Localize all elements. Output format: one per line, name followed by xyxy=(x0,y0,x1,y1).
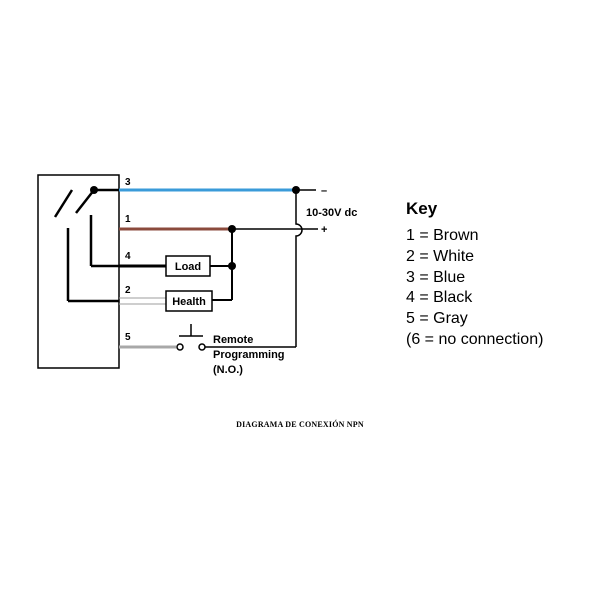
supply-minus-label: – xyxy=(321,185,327,197)
key-item: 3 = Blue xyxy=(406,269,465,286)
remote-label-line2: Programming xyxy=(213,349,285,361)
supply-voltage-label: 10-30V dc xyxy=(306,207,357,219)
pin-2-label: 2 xyxy=(125,285,131,296)
key-item: (6 = no connection) xyxy=(406,331,543,348)
remote-label-line3: (N.O.) xyxy=(213,364,243,376)
sensor-housing xyxy=(37,174,120,369)
pin-5-label: 5 xyxy=(125,332,131,343)
key-item: 1 = Brown xyxy=(406,227,478,244)
load-label: Load xyxy=(175,261,201,273)
remote-return-riser xyxy=(295,190,303,347)
diagram-caption: DIAGRAMA DE CONEXIÓN NPN xyxy=(236,419,364,429)
key-item: 2 = White xyxy=(406,248,474,265)
pin-1-label: 1 xyxy=(125,214,131,225)
key-item: 4 = Black xyxy=(406,289,473,306)
key-title: Key xyxy=(406,199,438,218)
remote-switch xyxy=(176,324,206,351)
remote-label-line1: Remote xyxy=(213,334,253,346)
key-item: 5 = Gray xyxy=(406,310,468,327)
internal-switch xyxy=(53,186,119,303)
health-label: Health xyxy=(172,296,206,308)
pin-3-label: 3 xyxy=(125,177,131,188)
supply-plus-label: + xyxy=(321,224,327,236)
pin-4-label: 4 xyxy=(125,251,131,262)
